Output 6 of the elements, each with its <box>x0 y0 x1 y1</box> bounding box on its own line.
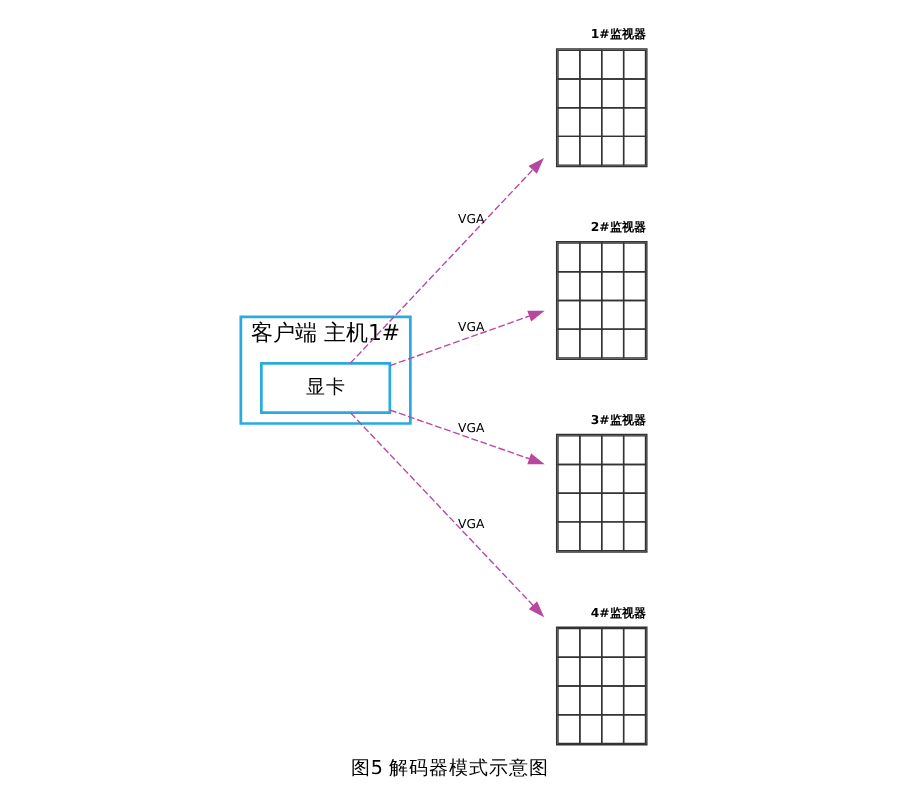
arrow <box>349 157 544 364</box>
caption: 图5 解码器模式示意图 <box>350 757 550 780</box>
node-box: 显卡 <box>259 362 392 414</box>
arrow <box>389 409 545 465</box>
arrow <box>389 310 545 367</box>
arrow <box>350 412 545 618</box>
